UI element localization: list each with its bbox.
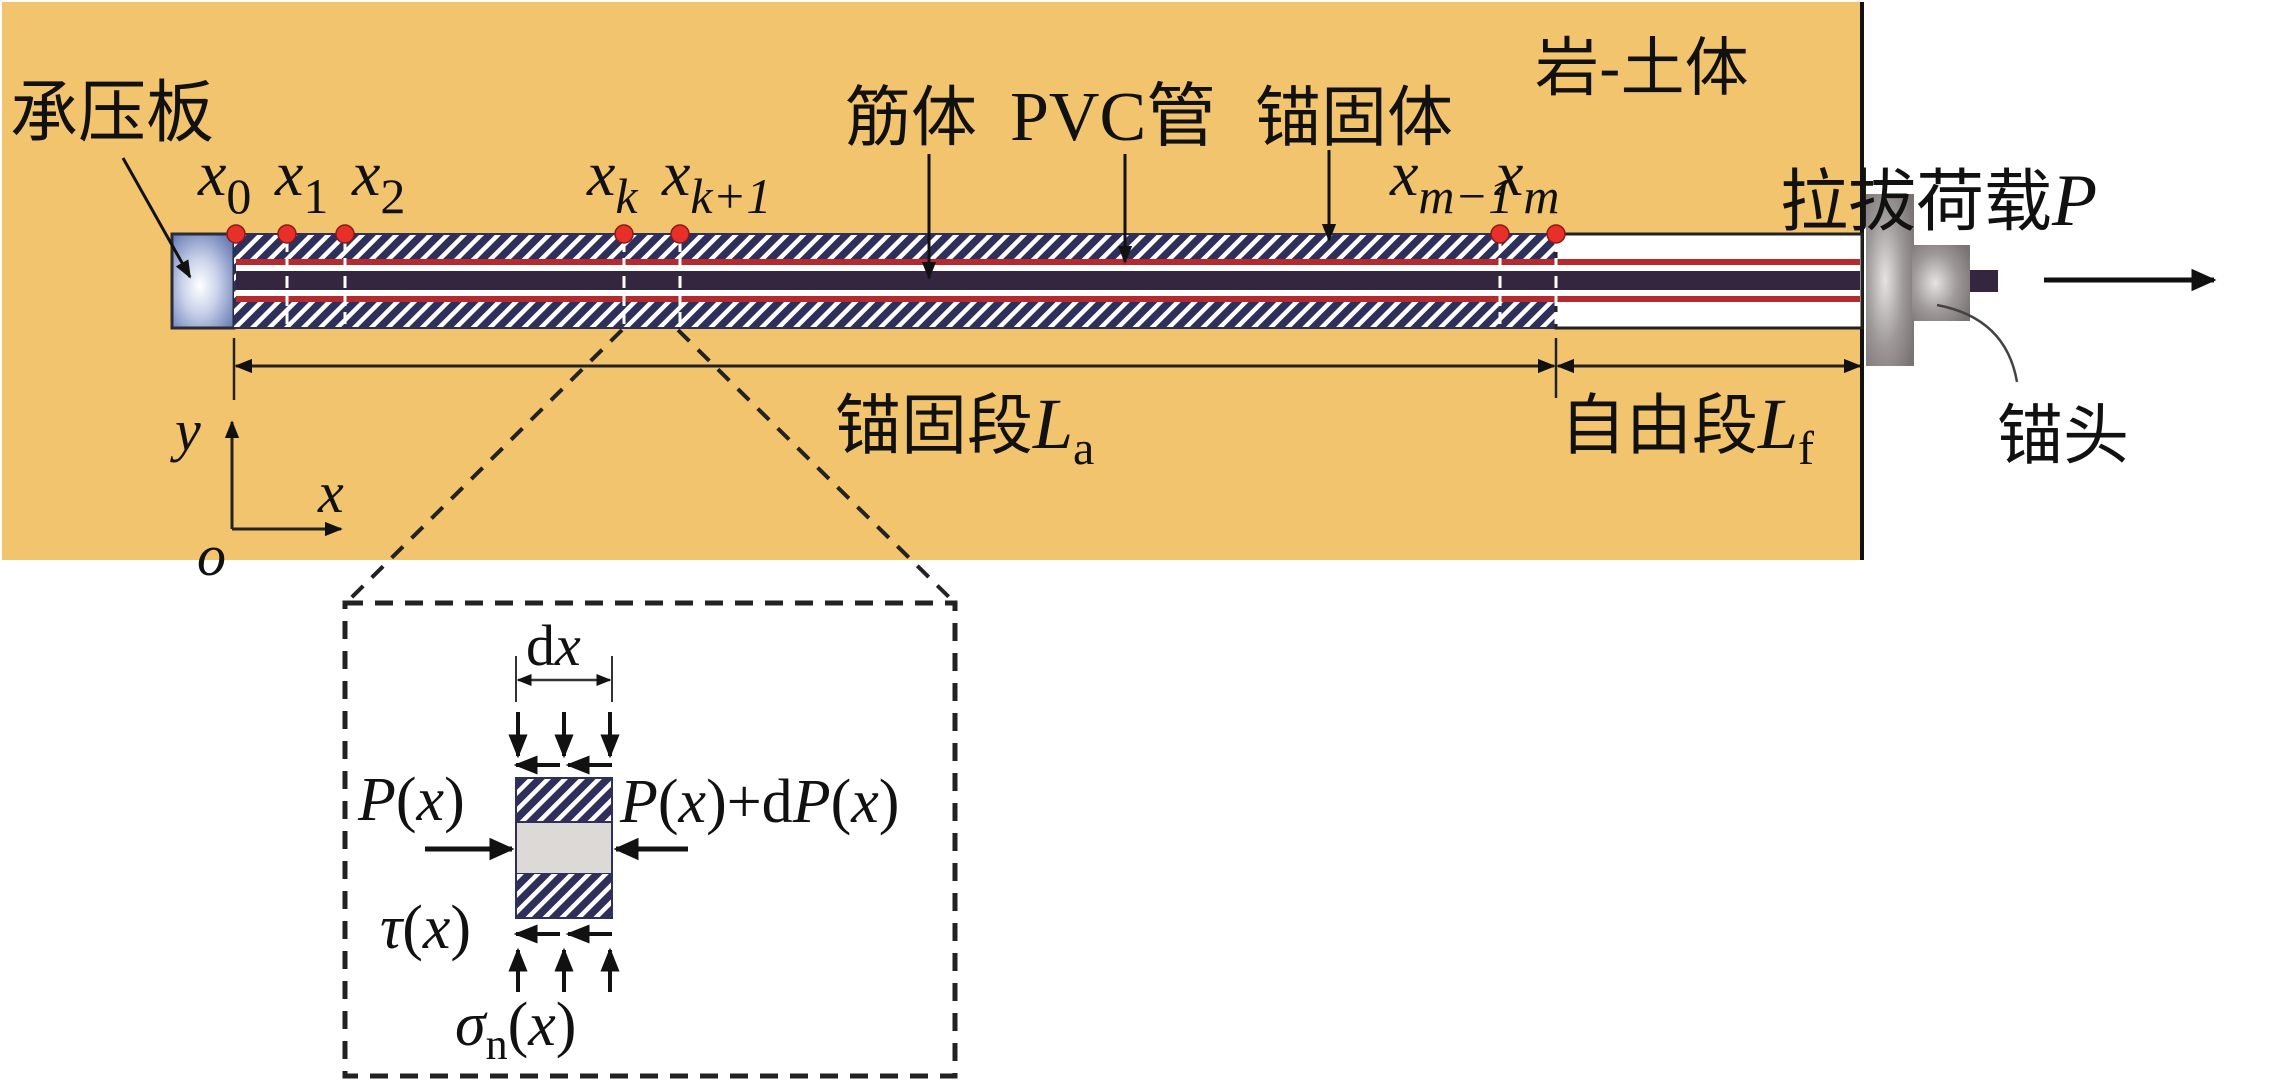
measure-point: [1546, 224, 1566, 244]
inset-box: [342, 600, 958, 1079]
element-outline: [515, 777, 613, 919]
element-top-grout: [516, 778, 612, 822]
measure-point-label: xk+1: [661, 138, 771, 224]
measure-point: [1490, 224, 1510, 244]
measure-point-label: xm−1: [1389, 138, 1513, 224]
shear-stress-arrows: [513, 755, 612, 944]
element-bottom-grout: [516, 874, 612, 918]
measure-point-label: x1: [274, 138, 328, 224]
free-section-label: 自由段Lf: [1560, 384, 1814, 475]
tendon-label: 筋体: [845, 79, 977, 156]
pvc-gap-bottom: [236, 290, 1860, 296]
dx-label: dx: [526, 613, 581, 678]
bearing-plate: [170, 232, 236, 330]
measure-point: [670, 224, 690, 244]
measure-point: [226, 224, 246, 244]
grout-body-label: 锚固体: [1255, 79, 1453, 156]
anchor-head-label: 锚头: [1997, 397, 2129, 474]
measure-point-label: xm: [1494, 138, 1560, 224]
normal-stress-label: σn(x): [455, 991, 576, 1069]
normal-stress-arrows: [508, 712, 620, 992]
pvc-pipe-top-wall: [236, 259, 1860, 265]
bearing-plate-label: 承压板: [10, 74, 214, 153]
pullout-load-label: 拉拔荷载P: [1780, 160, 2097, 242]
element-tendon-core: [515, 821, 613, 875]
measure-point-label: x2: [351, 138, 405, 224]
pvc-pipe-label: PVC管: [1010, 79, 1216, 156]
anchored-section-label: 锚固段La: [835, 384, 1094, 475]
measure-points: x0 x1 x2 xk xk+1 xm−1xm: [197, 138, 1566, 244]
zoom-line-left: [344, 328, 624, 605]
rock-soil-label: 岩-土体: [1535, 32, 1749, 106]
zoom-line-right: [676, 328, 957, 605]
y-axis-label: y: [170, 398, 201, 463]
tendon-stub: [1970, 270, 1998, 292]
anchor-head-nut: [1912, 245, 1970, 321]
tendon: [236, 271, 1860, 290]
pvc-pipe-bottom-wall: [236, 296, 1860, 302]
x-axis-label: x: [317, 460, 344, 525]
measure-point: [277, 224, 297, 244]
measure-point-label: xk: [586, 138, 638, 224]
left-force-label: P(x): [357, 766, 465, 834]
right-force-label: P(x)+dP(x): [619, 768, 899, 836]
anchor-head-plate: [1866, 194, 1914, 366]
origin-label: o: [197, 523, 226, 588]
measure-point: [335, 224, 355, 244]
section-lines: [285, 240, 1558, 328]
shear-stress-label: τ(x): [380, 894, 471, 962]
pvc-gap-top: [236, 265, 1860, 271]
bearing-plate-leader-arrow: [121, 157, 192, 279]
measure-point: [614, 224, 634, 244]
measure-point-label: x0: [197, 138, 251, 224]
anchor-head-leader: [1936, 303, 2019, 383]
